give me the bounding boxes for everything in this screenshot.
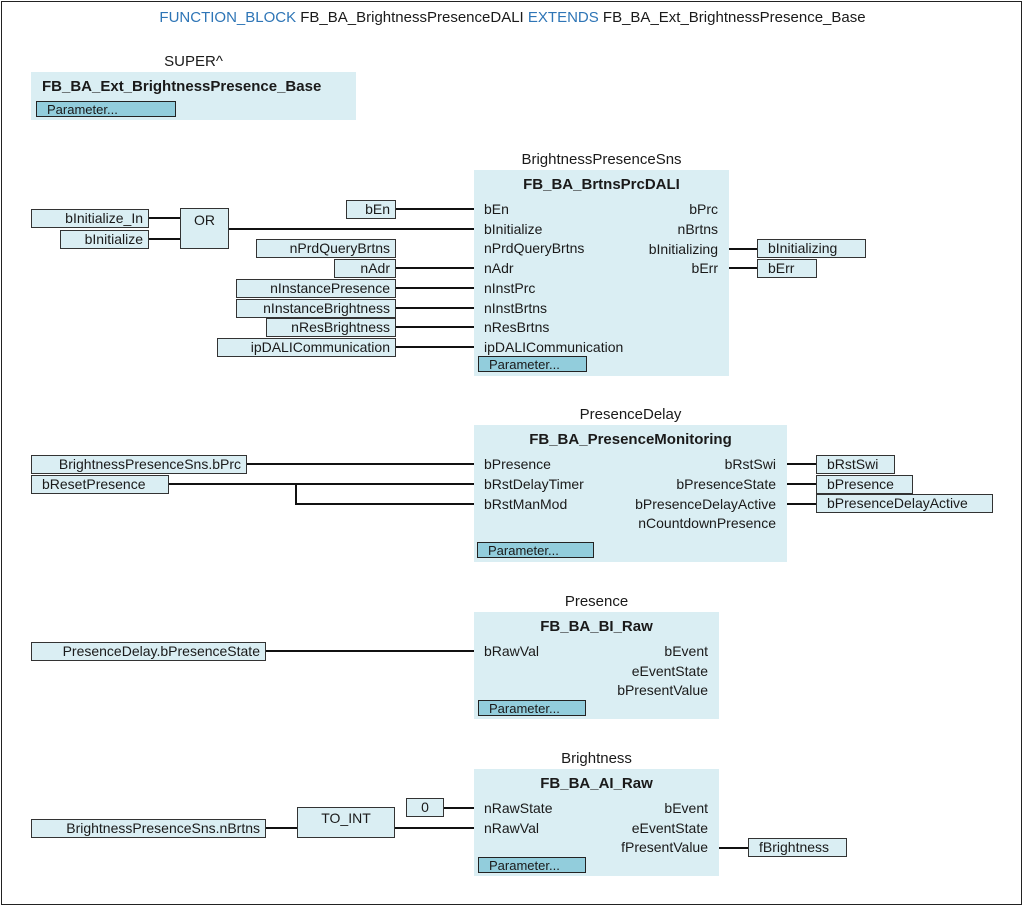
var-brightnesspresencesns-bprc[interactable]: BrightnessPresenceSns.bPrc <box>31 455 247 474</box>
brightness-pin-eeventstate: eEventState <box>631 820 708 836</box>
function-block-name: FB_BA_BrightnessPresenceDALI <box>300 9 524 26</box>
presence-parameter-button[interactable]: Parameter... <box>478 700 586 716</box>
base-block-name: FB_BA_Ext_BrightnessPresence_Base <box>602 9 866 26</box>
sns-parameter-button[interactable]: Parameter... <box>478 356 587 372</box>
sns-instance-name: BrightnessPresenceSns <box>521 151 682 168</box>
delay-function-block[interactable]: FB_BA_PresenceMonitoring bPresence bRstD… <box>474 425 787 562</box>
kw-extends: EXTENDS <box>527 9 599 26</box>
sns-pin-nadr: nAdr <box>484 260 514 276</box>
var-presencedelay-bpresencestate[interactable]: PresenceDelay.bPresenceState <box>31 642 266 661</box>
const-zero[interactable]: 0 <box>406 798 444 817</box>
presence-pin-brawval: bRawVal <box>484 643 539 659</box>
var-fbrightness-out[interactable]: fBrightness <box>748 838 847 857</box>
super-block-type: FB_BA_Ext_BrightnessPresence_Base <box>42 78 322 95</box>
to-int-operator[interactable]: TO_INT <box>297 807 395 838</box>
delay-pin-bpresencedelayactive: bPresenceDelayActive <box>635 496 776 512</box>
brightness-instance-name: Brightness <box>561 750 632 767</box>
delay-block-type: FB_BA_PresenceMonitoring <box>529 431 732 448</box>
sns-pin-nbrtns: nBrtns <box>677 221 718 237</box>
var-nadr[interactable]: nAdr <box>334 259 396 278</box>
sns-pin-berr: bErr <box>691 260 718 276</box>
super-function-block[interactable]: FB_BA_Ext_BrightnessPresence_Base Parame… <box>31 72 356 120</box>
delay-parameter-button[interactable]: Parameter... <box>477 542 594 558</box>
sns-pin-nresbrtns: nResBrtns <box>484 319 550 335</box>
var-ipdalicommunication[interactable]: ipDALICommunication <box>217 338 396 357</box>
super-instance-name: SUPER^ <box>164 53 223 70</box>
sns-function-block[interactable]: FB_BA_BrtnsPrcDALI bEn bInitialize nPrdQ… <box>474 170 729 376</box>
presence-pin-bpresentvalue: bPresentValue <box>617 682 708 698</box>
delay-instance-name: PresenceDelay <box>579 406 682 423</box>
delay-pin-brstswi: bRstSwi <box>724 456 776 472</box>
sns-block-type: FB_BA_BrtnsPrcDALI <box>523 176 680 193</box>
presence-instance-name: Presence <box>564 593 629 610</box>
wire-brstmanmod <box>295 484 474 505</box>
var-brstswi-out[interactable]: bRstSwi <box>816 455 895 474</box>
sns-pin-nprdquerybrtns: nPrdQueryBrtns <box>484 240 585 256</box>
page-title: FUNCTION_BLOCK FB_BA_BrightnessPresenceD… <box>0 9 1025 26</box>
var-binitialize-in[interactable]: bInitialize_In <box>31 209 149 228</box>
sns-pin-ninstprc: nInstPrc <box>484 280 536 296</box>
sns-pin-binitializing: bInitializing <box>648 241 718 257</box>
brightness-pin-nrawval: nRawVal <box>484 820 539 836</box>
sns-pin-ben: bEn <box>484 201 509 217</box>
delay-pin-brstdelaytimer: bRstDelayTimer <box>484 476 584 492</box>
brightness-pin-bevent: bEvent <box>664 800 708 816</box>
var-berr-out[interactable]: bErr <box>757 259 817 278</box>
delay-pin-brstmanmod: bRstManMod <box>484 496 568 512</box>
presence-block-type: FB_BA_BI_Raw <box>540 618 653 635</box>
var-bpresencedelayactive-out[interactable]: bPresenceDelayActive <box>816 494 993 513</box>
kw-function-block: FUNCTION_BLOCK <box>159 9 297 26</box>
brightness-parameter-button[interactable]: Parameter... <box>478 857 586 873</box>
sns-pin-binitialize: bInitialize <box>484 221 543 237</box>
brightness-pin-fpresentvalue: fPresentValue <box>621 839 708 855</box>
delay-pin-ncountdownpresence: nCountdownPresence <box>638 515 776 531</box>
var-nresbrightness[interactable]: nResBrightness <box>266 318 396 337</box>
var-bpresence-out[interactable]: bPresence <box>816 475 913 494</box>
presence-pin-bevent: bEvent <box>664 643 708 659</box>
var-nprdquerybrtns[interactable]: nPrdQueryBrtns <box>256 239 396 258</box>
var-ninstancebrightness[interactable]: nInstanceBrightness <box>236 299 396 318</box>
delay-pin-bpresence: bPresence <box>484 456 551 472</box>
var-brightnesspresencesns-nbrtns[interactable]: BrightnessPresenceSns.nBrtns <box>31 819 266 838</box>
brightness-block-type: FB_BA_AI_Raw <box>540 775 653 792</box>
delay-pin-bpresencestate: bPresenceState <box>676 476 776 492</box>
brightness-function-block[interactable]: FB_BA_AI_Raw nRawState nRawVal bEvent eE… <box>474 769 719 876</box>
var-bresetpresence[interactable]: bResetPresence <box>31 475 169 494</box>
var-binitializing-out[interactable]: bInitializing <box>757 239 866 258</box>
super-parameter-button[interactable]: Parameter... <box>36 101 176 117</box>
sns-pin-ninstbrtns: nInstBrtns <box>484 300 548 316</box>
var-binitialize[interactable]: bInitialize <box>60 230 149 249</box>
var-ben[interactable]: bEn <box>346 200 396 219</box>
presence-pin-eeventstate: eEventState <box>631 663 708 679</box>
brightness-pin-nrawstate: nRawState <box>484 800 553 816</box>
or-operator[interactable]: OR <box>180 208 229 249</box>
sns-pin-ipdalicommunication: ipDALICommunication <box>484 339 624 355</box>
presence-function-block[interactable]: FB_BA_BI_Raw bRawVal bEvent eEventState … <box>474 612 719 719</box>
sns-pin-bprc: bPrc <box>689 201 718 217</box>
var-ninstancepresence[interactable]: nInstancePresence <box>236 279 396 298</box>
